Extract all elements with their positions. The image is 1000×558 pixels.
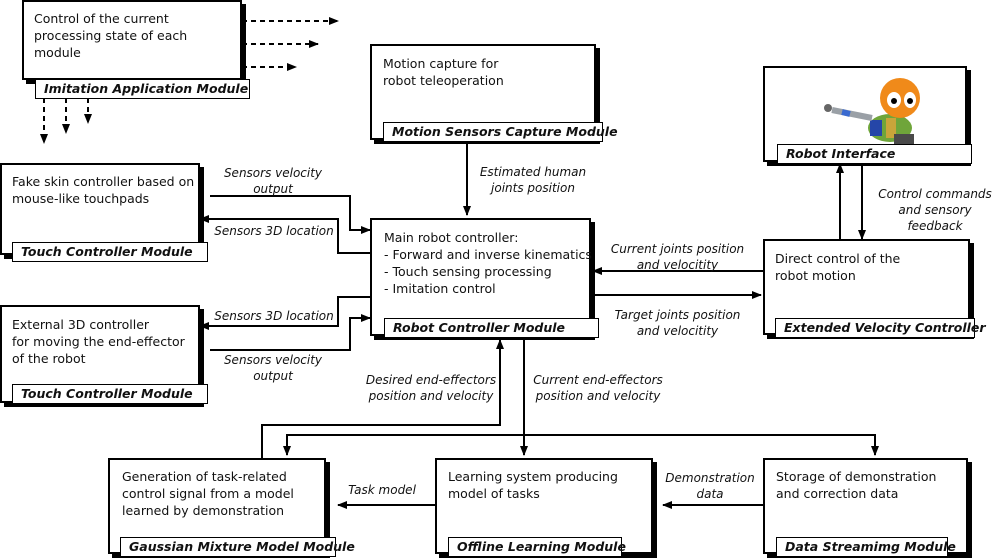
robot-image xyxy=(824,78,920,144)
streaming-module-description: Storage of demonstration and correction … xyxy=(776,469,937,501)
main-controller-description: Main robot controller: - Forward and inv… xyxy=(384,230,592,296)
velocity-controller-description: Direct control of the robot motion xyxy=(775,251,901,283)
label-sensors-velocity-2: Sensors velocity output xyxy=(223,353,323,383)
label-estimated-joints: Estimated human joints position xyxy=(479,165,587,195)
main-controller-title: Robot Controller Module xyxy=(384,318,599,338)
label-desired-end-effectors: Desired end-effectors position and veloc… xyxy=(365,373,497,403)
arrow-main-to-touch2 xyxy=(199,296,370,330)
imitation-module-title: Imitation Application Module xyxy=(35,79,250,99)
arrow-gmm-to-main xyxy=(261,339,504,458)
label-task-model: Task model xyxy=(348,483,416,497)
arrow-touch2-to-main xyxy=(210,314,371,351)
motion-module-description: Motion capture for robot teleoperation xyxy=(383,56,504,88)
streaming-module-title: Data Streamimg Module xyxy=(776,537,956,557)
arrow-main-to-touch1 xyxy=(199,215,370,254)
label-current-end-effectors: Current end-effectors position and veloc… xyxy=(533,373,663,403)
label-sensors-3d-1: Sensors 3D location xyxy=(214,224,334,238)
gmm-module-title: Gaussian Mixture Model Module xyxy=(120,537,355,557)
touch2-module-title: Touch Controller Module xyxy=(12,384,208,404)
velocity-controller-title: Extended Velocity Controller xyxy=(775,318,986,338)
touch2-module-description: External 3D controller for moving the en… xyxy=(12,317,185,366)
arrow-touch1-to-main xyxy=(210,195,371,234)
arrow-main-to-gmm xyxy=(283,340,525,456)
robot-interface-title: Robot Interface xyxy=(777,144,972,164)
touch1-module-title: Touch Controller Module xyxy=(12,242,208,262)
touch1-module-description: Fake skin controller based on mouse-like… xyxy=(12,174,195,206)
arrow-main-to-streaming xyxy=(524,434,879,456)
label-control-commands: Control commands and sensory feedback xyxy=(878,187,992,233)
label-target-joints: Target joints position and velocitity xyxy=(614,308,741,338)
offline-module-title: Offline Learning Module xyxy=(448,537,626,557)
label-demonstration-data: Demonstration data xyxy=(665,471,755,501)
offline-module-description: Learning system producing model of tasks xyxy=(448,469,618,501)
gmm-module-description: Generation of task-related control signa… xyxy=(122,469,294,518)
motion-module-title: Motion Sensors Capture Module xyxy=(383,122,618,142)
label-sensors-3d-2: Sensors 3D location xyxy=(214,309,334,323)
label-sensors-velocity-1: Sensors velocity output xyxy=(223,166,323,196)
imitation-module-description: Control of the current processing state … xyxy=(34,11,188,60)
main-controller-box xyxy=(370,218,591,336)
label-current-joints: Current joints position and velocitity xyxy=(610,242,745,272)
